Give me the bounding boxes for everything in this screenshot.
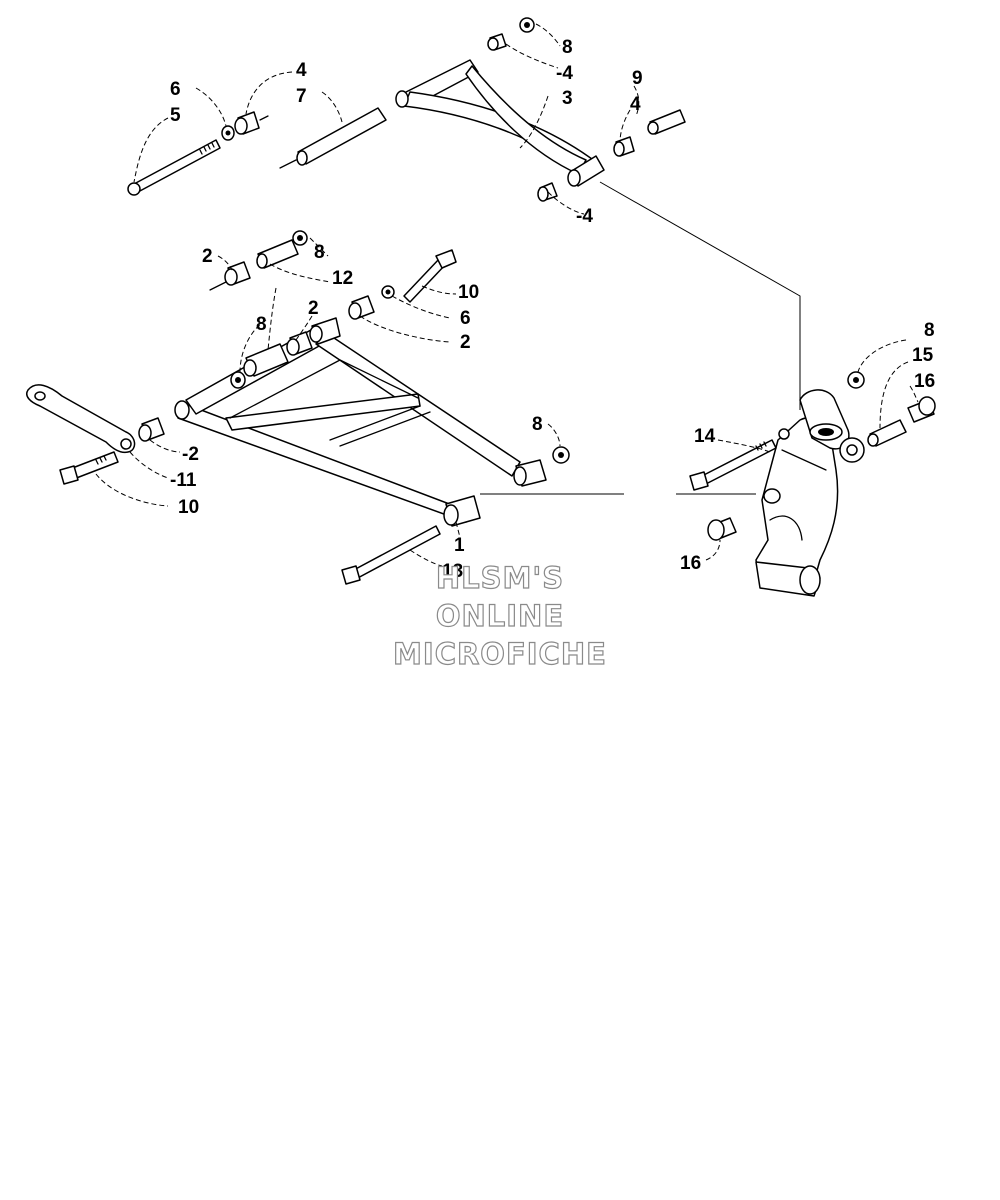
- leader-lines: [95, 23, 919, 567]
- callout-16-bottom: 16: [680, 553, 701, 574]
- callout-6-lower: 6: [460, 308, 471, 329]
- steering-spindle: [755, 389, 865, 597]
- callout-14: 14: [694, 426, 716, 447]
- callout-10-lower: 10: [178, 497, 199, 518]
- spindle-nut-8: [847, 371, 865, 389]
- upper-arm-sleeve-7: [279, 107, 387, 169]
- watermark: HLSM'S ONLINE MICROFICHE: [392, 560, 607, 671]
- callout-2-d: -2: [182, 444, 199, 465]
- upper-arm-bushing-4c: [537, 182, 558, 202]
- callout-labels: 8 -4 3 9 4 -4 6 5 4 7 2 8 12 10 2 6 2 8 …: [170, 37, 935, 582]
- upper-a-arm: [395, 59, 605, 187]
- lower-a-arm: [174, 317, 547, 527]
- callout-6-upper: 6: [170, 79, 181, 100]
- callout-8-top: 8: [562, 37, 573, 58]
- callout-5: 5: [170, 105, 181, 126]
- upper-arm-washer-6: [221, 125, 235, 141]
- spindle-bolt-14: [689, 428, 790, 491]
- lower-arm-bolt-10a: [403, 249, 457, 303]
- lower-arm-nut-8c: [230, 371, 246, 389]
- callout-4-bottom: -4: [576, 206, 593, 227]
- lower-arm-bushing-2b: [286, 331, 313, 356]
- callout-9: 9: [632, 68, 643, 89]
- watermark-line-3: MICROFICHE: [393, 637, 607, 671]
- spindle-bushing-16b: [707, 517, 737, 541]
- callout-2-b: 2: [308, 298, 319, 319]
- lower-arm-sleeve-8b: [243, 343, 289, 377]
- callout-8-lower-a: 8: [314, 242, 325, 263]
- upper-arm-bushing-4d: [234, 111, 269, 135]
- callout-2-c: 2: [460, 332, 471, 353]
- upper-arm-to-spindle-line: [599, 181, 801, 410]
- callout-12: 12: [332, 268, 353, 289]
- lower-arm-link-11: [26, 384, 136, 454]
- callout-4-right: 4: [630, 94, 641, 115]
- callout-4-left: 4: [296, 60, 307, 81]
- callout-13: 13: [442, 561, 463, 582]
- callout-7: 7: [296, 86, 307, 107]
- callout-2-a: 2: [202, 246, 213, 267]
- lower-arm-bushing-2c: [348, 295, 375, 320]
- lower-arm-bolt-10b: [59, 451, 119, 485]
- upper-arm-bolt-5: [127, 139, 221, 196]
- lower-arm-bushing-2d: [138, 417, 165, 442]
- spindle-bushing-16a: [907, 396, 936, 423]
- callout-4-top: -4: [556, 63, 573, 84]
- callout-11: -11: [170, 470, 197, 491]
- upper-arm-bushing-4a: [487, 33, 507, 51]
- watermark-line-1: HLSM'S: [436, 561, 564, 595]
- callout-15: 15: [912, 345, 934, 366]
- upper-arm-pin-9: [647, 109, 686, 135]
- lower-arm-sleeve-12: [256, 239, 299, 269]
- lower-arm-nut-8a: [292, 230, 308, 246]
- callout-1: 1: [454, 535, 465, 556]
- lower-arm-washer-6: [381, 285, 395, 299]
- callout-10-upper: 10: [458, 282, 479, 303]
- upper-arm-bushing-4b: [613, 136, 635, 157]
- callout-8-lower-c: 8: [532, 414, 543, 435]
- callout-3: 3: [562, 88, 573, 109]
- lower-arm-nut-8d: [552, 446, 570, 464]
- callout-16-top: 16: [914, 371, 935, 392]
- lower-arm-bolt-13: [341, 525, 441, 585]
- spindle-pin-15: [867, 419, 907, 447]
- lower-arm-bushing-2a: [209, 261, 251, 291]
- callout-8-lower-b: 8: [256, 314, 267, 335]
- callout-8-spindle: 8: [924, 320, 935, 341]
- watermark-line-2: ONLINE: [436, 599, 564, 633]
- upper-arm-bushing-8: [519, 17, 535, 33]
